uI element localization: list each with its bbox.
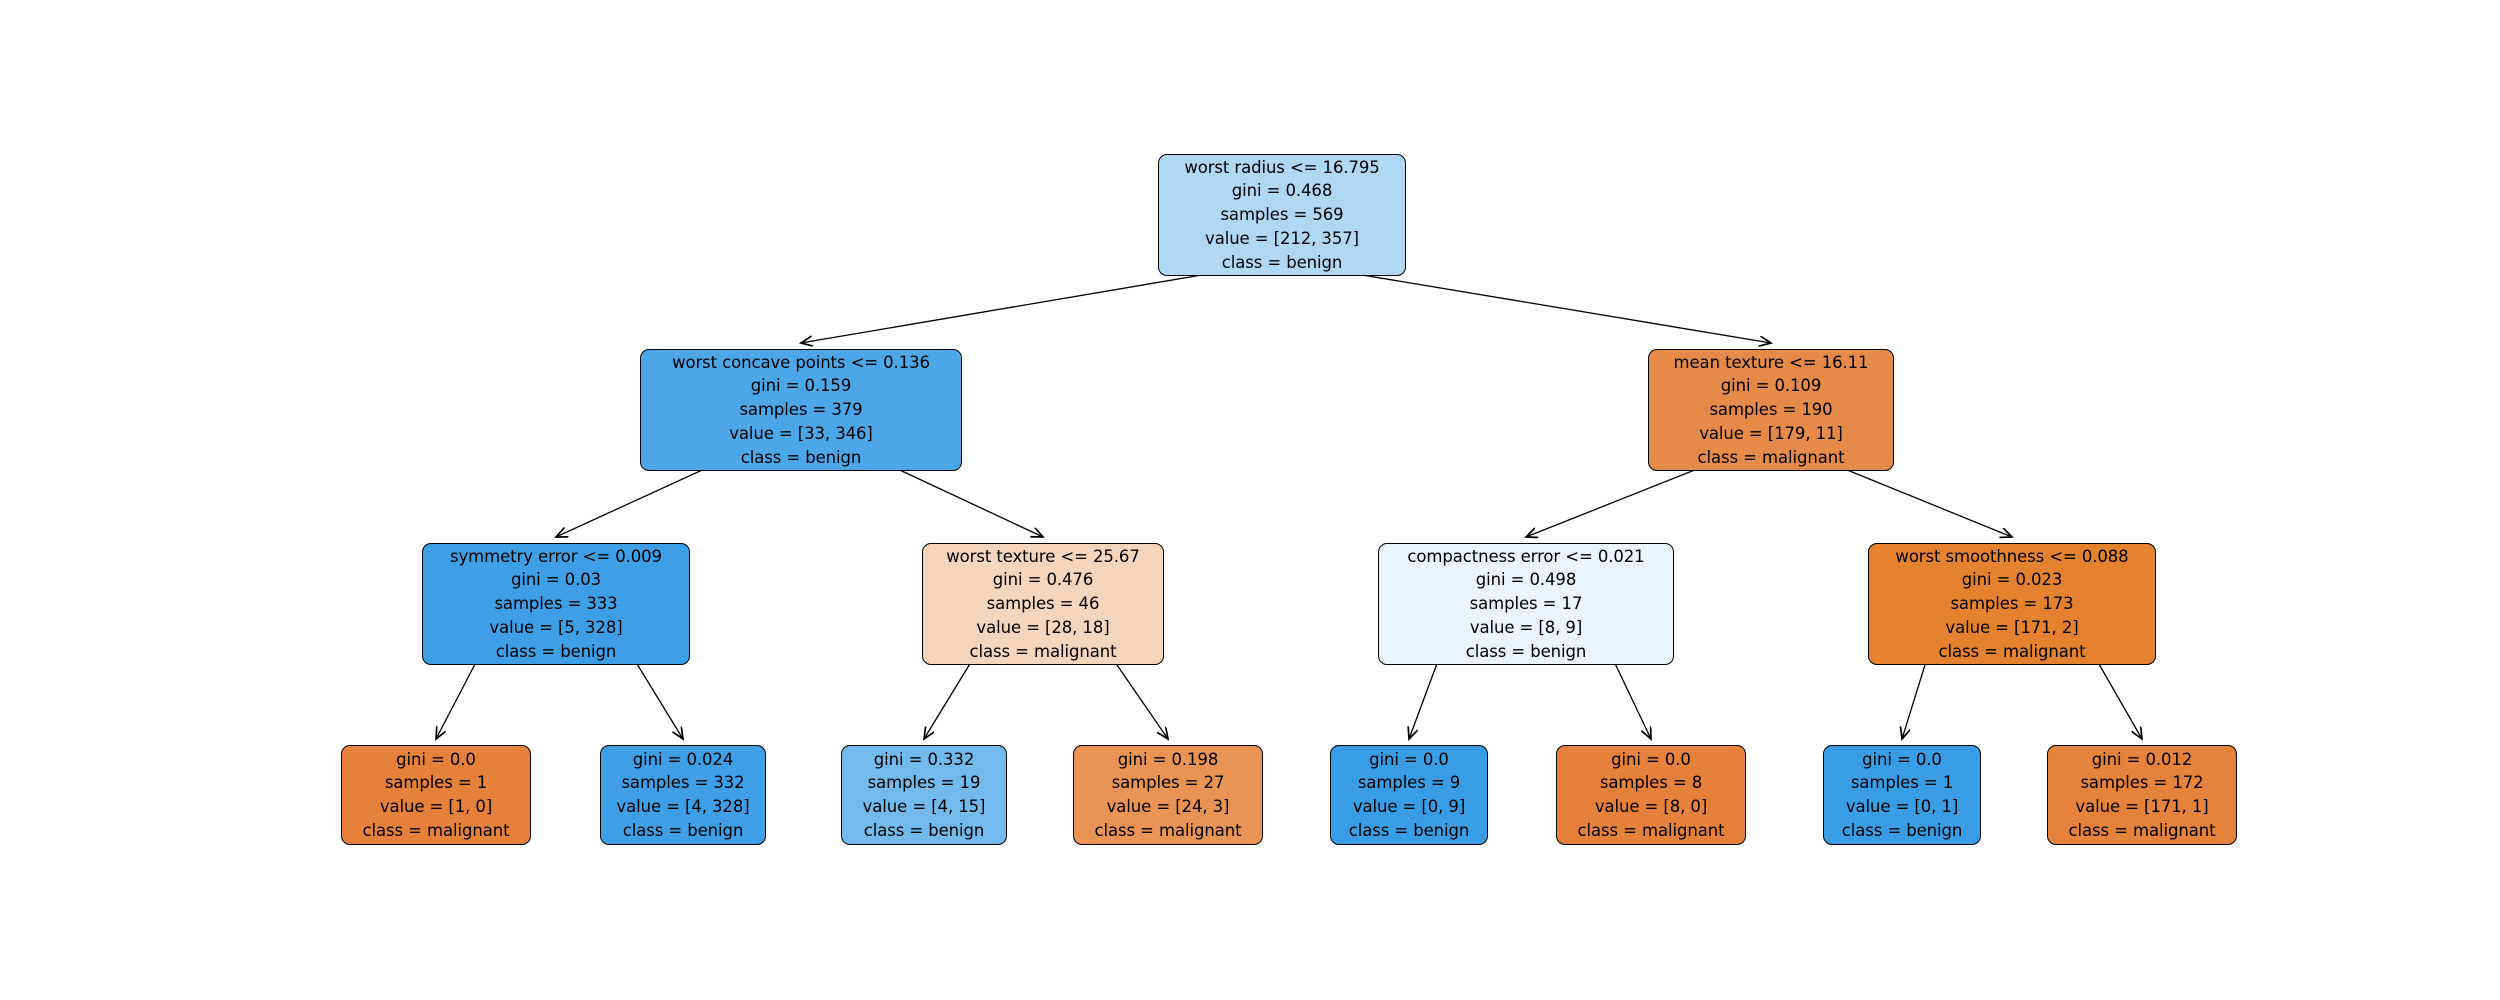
node-samples: samples = 333 <box>494 594 618 614</box>
node-condition: worst texture <= 25.67 <box>946 546 1140 566</box>
node-gini: gini = 0.0 <box>1862 749 1942 769</box>
tree-split-node: worst smoothness <= 0.088 gini = 0.023 sam… <box>1868 543 2156 665</box>
node-samples: samples = 1 <box>1850 773 1954 793</box>
node-class: class = malignant <box>969 641 1117 661</box>
node-class: class = malignant <box>1577 820 1725 840</box>
node-value: value = [4, 15] <box>862 797 986 816</box>
node-samples: samples = 17 <box>1469 594 1583 614</box>
tree-edge <box>1526 468 1698 537</box>
tree-split-node: mean texture <= 16.11 gini = 0.109 samples… <box>1648 349 1894 471</box>
node-gini: gini = 0.159 <box>750 376 852 396</box>
node-condition: worst radius <= 16.795 <box>1184 157 1380 177</box>
node-samples: samples = 19 <box>867 773 981 793</box>
tree-leaf-node: gini = 0.198 samples = 27 value = [24, 3] c… <box>1073 745 1263 845</box>
tree-edge <box>897 468 1043 537</box>
node-value: value = [0, 9] <box>1352 797 1466 816</box>
tree-edge <box>1844 468 2012 537</box>
tree-split-node: compactness error <= 0.021 gini = 0.498 sa… <box>1378 543 1674 665</box>
node-value: value = [8, 0] <box>1594 797 1708 816</box>
node-gini: gini = 0.03 <box>510 570 602 590</box>
node-value: value = [1, 0] <box>379 797 493 816</box>
node-value: value = [179, 11] <box>1699 423 1843 443</box>
node-class: class = malignant <box>2068 820 2216 840</box>
tree-leaf-node: gini = 0.332 samples = 19 value = [4, 15] c… <box>841 745 1007 845</box>
tree-leaf-node: gini = 0.012 samples = 172 value = [171, 1… <box>2047 745 2237 845</box>
node-samples: samples = 569 <box>1220 205 1344 225</box>
tree-edge <box>1614 662 1651 739</box>
node-class: class = malignant <box>1938 641 2086 661</box>
node-value: value = [4, 328] <box>616 797 750 816</box>
node-condition: mean texture <= 16.11 <box>1673 352 1869 372</box>
tree-split-node: worst concave points <= 0.136 gini = 0.15… <box>640 349 962 471</box>
tree-split-node: worst texture <= 25.67 gini = 0.476 sample… <box>922 543 1164 665</box>
node-class: class = benign <box>1348 820 1470 840</box>
node-samples: samples = 1 <box>384 773 488 793</box>
tree-leaf-node: gini = 0.0 samples = 9 value = [0, 9] class… <box>1330 745 1488 845</box>
node-samples: samples = 190 <box>1709 400 1833 420</box>
tree-edge <box>801 273 1208 343</box>
tree-edge <box>635 662 683 739</box>
node-samples: samples = 27 <box>1111 773 1225 793</box>
node-condition: symmetry error <= 0.009 <box>450 546 662 566</box>
node-class: class = benign <box>1841 820 1963 840</box>
node-class: class = benign <box>1221 252 1343 272</box>
node-condition: worst smoothness <= 0.088 <box>1895 546 2129 566</box>
node-class: class = malignant <box>362 820 510 840</box>
node-condition: compactness error <= 0.021 <box>1407 546 1645 566</box>
node-gini: gini = 0.198 <box>1117 749 1219 769</box>
tree-edge <box>924 662 971 739</box>
node-samples: samples = 8 <box>1599 773 1703 793</box>
tree-leaf-node: gini = 0.0 samples = 8 value = [8, 0] class… <box>1556 745 1746 845</box>
node-value: value = [24, 3] <box>1106 797 1230 816</box>
node-gini: gini = 0.498 <box>1475 570 1577 590</box>
node-samples: samples = 46 <box>986 594 1100 614</box>
node-samples: samples = 379 <box>739 400 863 420</box>
node-gini: gini = 0.0 <box>1369 749 1449 769</box>
tree-edge <box>436 662 477 739</box>
node-gini: gini = 0.0 <box>396 749 476 769</box>
tree-leaf-node: gini = 0.0 samples = 1 value = [0, 1] class… <box>1823 745 1981 845</box>
node-value: value = [5, 328] <box>489 617 623 637</box>
node-gini: gini = 0.332 <box>873 749 975 769</box>
node-class: class = malignant <box>1697 447 1845 467</box>
tree-edge <box>1902 662 1927 739</box>
node-condition: worst concave points <= 0.136 <box>672 352 930 372</box>
node-gini: gini = 0.024 <box>632 749 734 769</box>
node-value: value = [28, 18] <box>976 617 1110 637</box>
tree-split-node: symmetry error <= 0.009 gini = 0.03 sample… <box>422 543 690 665</box>
node-samples: samples = 332 <box>621 773 745 793</box>
node-gini: gini = 0.012 <box>2091 749 2193 769</box>
node-value: value = [8, 9] <box>1469 617 1583 637</box>
node-class: class = benign <box>863 820 985 840</box>
node-samples: samples = 9 <box>1357 773 1461 793</box>
node-samples: samples = 172 <box>2080 773 2204 793</box>
tree-edge <box>2097 662 2142 739</box>
tree-edge <box>1115 662 1168 739</box>
node-class: class = benign <box>1465 641 1587 661</box>
node-class: class = malignant <box>1094 820 1242 840</box>
node-samples: samples = 173 <box>1950 594 2074 614</box>
node-gini: gini = 0.476 <box>992 570 1094 590</box>
tree-edge <box>1356 273 1771 343</box>
node-class: class = benign <box>740 447 862 467</box>
tree-leaf-node: gini = 0.024 samples = 332 value = [4, 328… <box>600 745 766 845</box>
node-class: class = benign <box>622 820 744 840</box>
tree-edge <box>556 468 705 537</box>
node-value: value = [171, 1] <box>2075 797 2209 816</box>
node-gini: gini = 0.0 <box>1611 749 1691 769</box>
node-value: value = [171, 2] <box>1945 617 2079 637</box>
node-value: value = [212, 357] <box>1205 228 1359 248</box>
node-value: value = [33, 346] <box>729 423 873 443</box>
node-value: value = [0, 1] <box>1845 797 1959 816</box>
node-gini: gini = 0.023 <box>1961 570 2063 590</box>
tree-leaf-node: gini = 0.0 samples = 1 value = [1, 0] class… <box>341 745 531 845</box>
tree-edge <box>1409 662 1438 739</box>
node-gini: gini = 0.109 <box>1720 376 1822 396</box>
node-class: class = benign <box>495 641 617 661</box>
tree-split-node: worst radius <= 16.795 gini = 0.468 sample… <box>1158 154 1406 276</box>
node-gini: gini = 0.468 <box>1231 181 1333 201</box>
